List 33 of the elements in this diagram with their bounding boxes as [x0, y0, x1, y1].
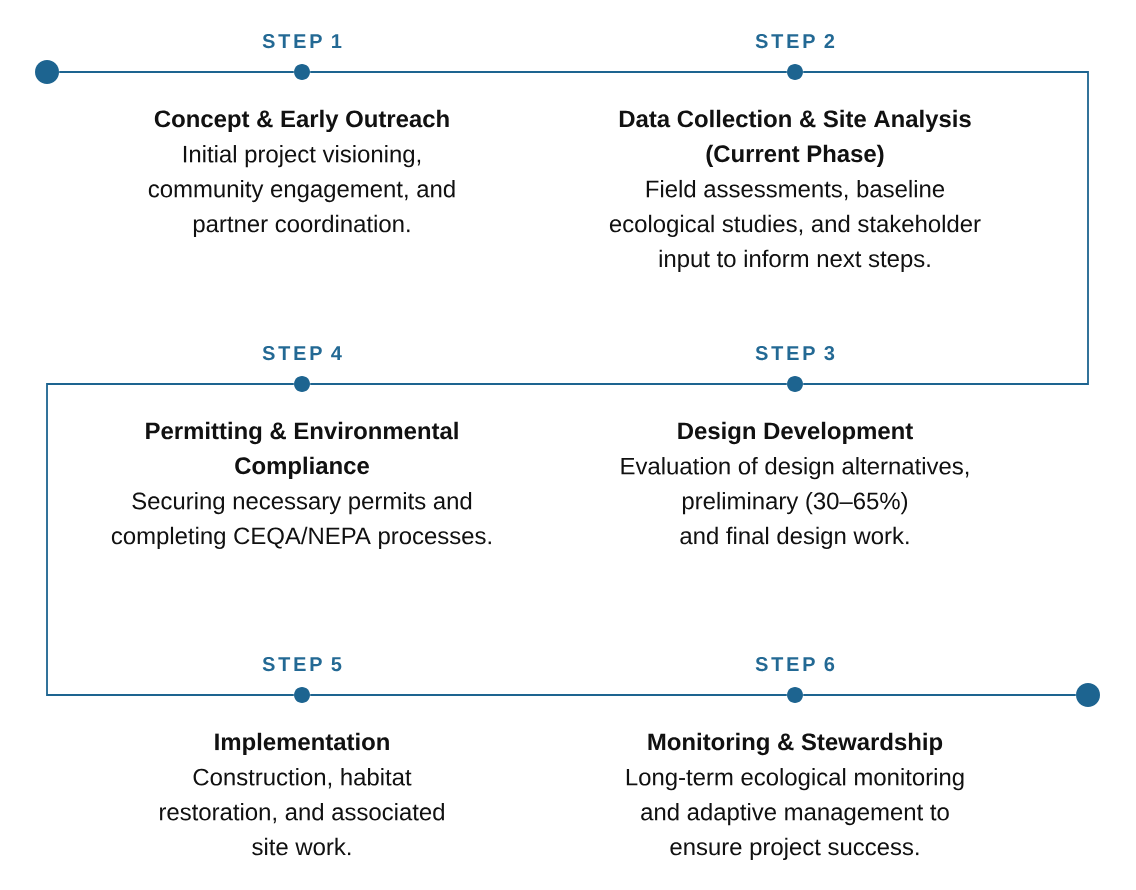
timeline-dot: [1076, 683, 1100, 707]
step-description: Long-term ecological monitoring and adaptive management to ensure project success.: [626, 768, 964, 861]
step-label: STEP 1: [262, 34, 342, 49]
timeline-line: [309, 694, 788, 696]
timeline-line: [58, 71, 295, 73]
step-title: Concept & Early Outreach: [154, 109, 449, 133]
step-description: Securing necessary permits and completing CEQA/NEPA processes.: [111, 491, 491, 550]
timeline-line: [309, 383, 788, 385]
timeline-dot: [35, 60, 59, 84]
step-title: Implementation: [215, 732, 389, 756]
timeline-dot: [787, 376, 803, 392]
timeline-dot: [294, 687, 310, 703]
timeline-dot: [294, 376, 310, 392]
step-title: Permitting & Environmental Compliance: [146, 421, 458, 479]
step-description: Evaluation of design alternatives, preliminary (30–65%) and final design work.: [621, 457, 969, 550]
step-label: STEP 6: [755, 657, 835, 672]
step-label: STEP 2: [755, 34, 835, 49]
step-label: STEP 5: [262, 657, 342, 672]
timeline-line: [802, 71, 1089, 385]
step-title: Data Collection & Site Analysis (Current Phase): [619, 109, 971, 167]
timeline-line: [46, 383, 295, 696]
step-label: STEP 3: [755, 346, 835, 361]
step-description: Field assessments, baseline ecological studies, and stakeholder input to inform next steps.: [609, 179, 981, 272]
timeline-line: [802, 694, 1077, 696]
step-description: Construction, habitat restoration, and associated site work.: [160, 768, 444, 856]
step-label: STEP 4: [262, 346, 342, 361]
step-description: Initial project visioning, community engagement, and partner coordination.: [148, 145, 455, 238]
step-title: Monitoring & Stewardship: [648, 732, 943, 756]
timeline-dot: [787, 687, 803, 703]
timeline-dot: [294, 64, 310, 80]
timeline-line: [309, 71, 788, 73]
timeline-dot: [787, 64, 803, 80]
step-title: Design Development: [678, 421, 913, 445]
